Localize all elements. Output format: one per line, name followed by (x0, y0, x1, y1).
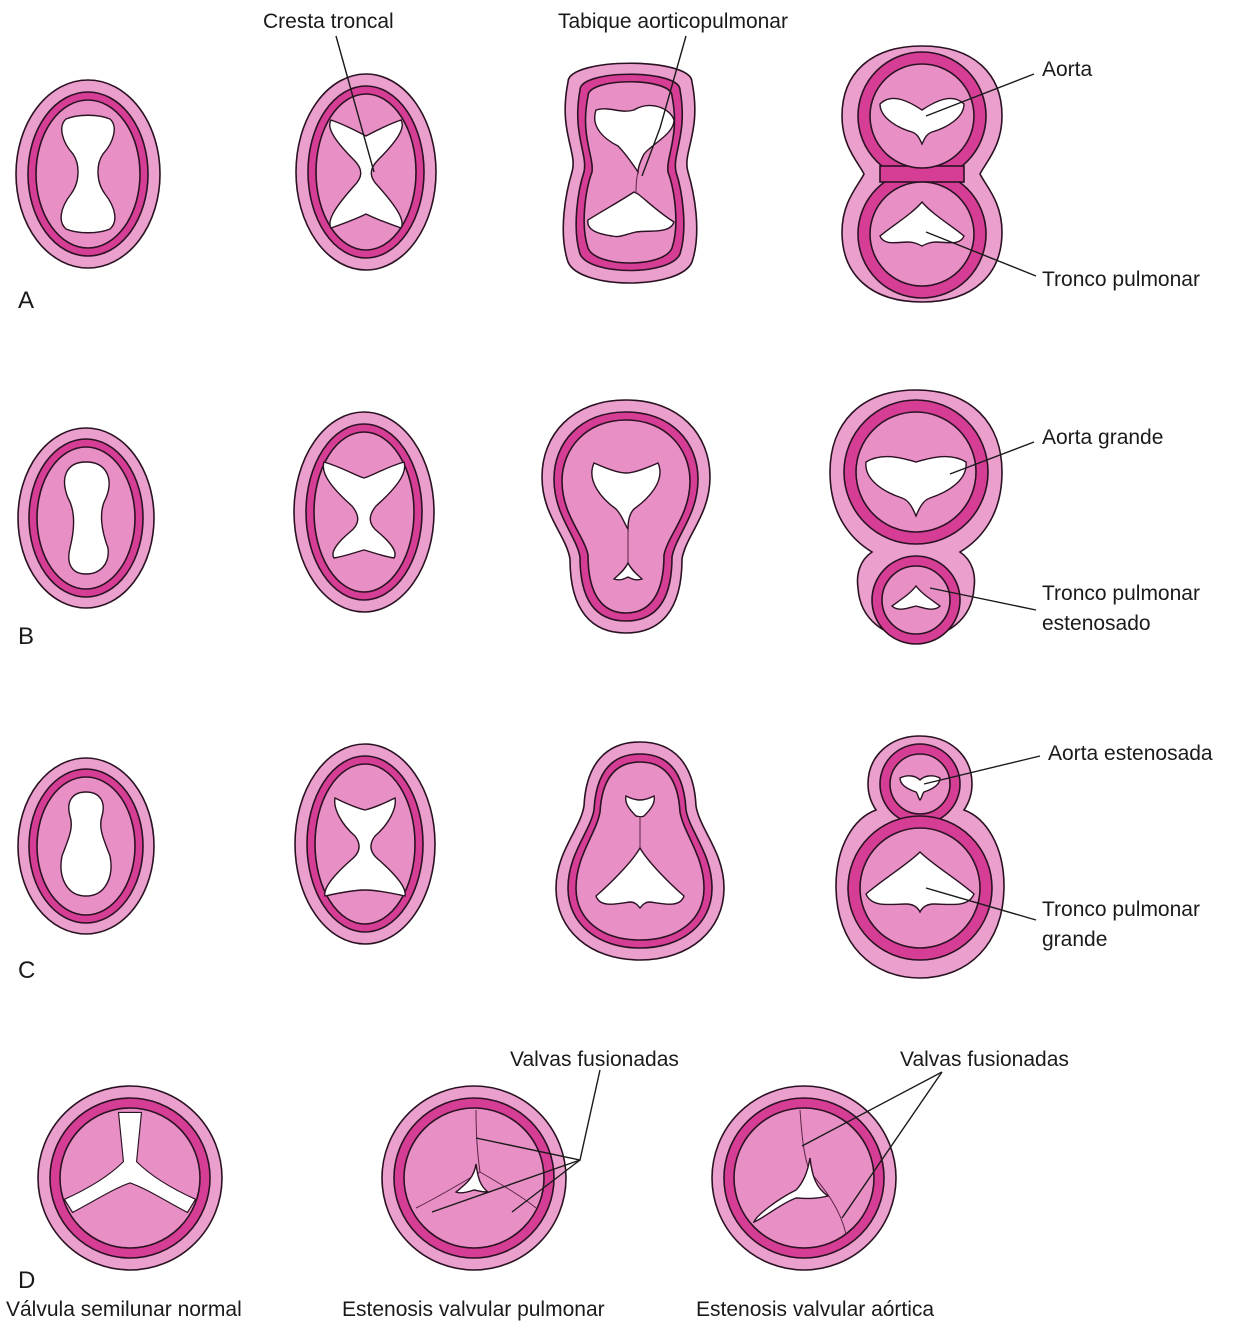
label-tronco-estenosado-2: estenosado (1042, 612, 1151, 635)
valve-normal (38, 1086, 222, 1270)
label-tronco-grande-2: grande (1042, 928, 1107, 951)
truncus-c3 (556, 742, 724, 960)
panel-letter-d: D (18, 1267, 35, 1294)
label-valvas-fusionadas-1: Valvas fusionadas (510, 1048, 679, 1071)
truncus-c4 (836, 736, 1004, 978)
truncus-b2 (294, 412, 434, 612)
label-tabique: Tabique aorticopulmonar (558, 10, 788, 33)
panel-letter-a: A (18, 287, 34, 314)
label-tronco-pulmonar: Tronco pulmonar (1042, 268, 1200, 291)
panel-letter-b: B (18, 623, 34, 650)
truncus-b4 (830, 390, 1002, 644)
truncus-a2 (296, 74, 436, 270)
label-tronco-grande-1: Tronco pulmonar (1042, 898, 1200, 921)
row-c (18, 736, 1004, 978)
valve-aortic-stenosis (712, 1086, 896, 1270)
label-aorta-estenosada: Aorta estenosada (1048, 742, 1213, 765)
label-aorta-grande: Aorta grande (1042, 426, 1163, 449)
label-tronco-estenosado-1: Tronco pulmonar (1042, 582, 1200, 605)
truncus-a4 (842, 46, 1002, 302)
row-a (16, 46, 1002, 302)
truncus-b3 (542, 400, 710, 633)
valve-captions: Válvula semilunar normal Estenosis valvu… (6, 1298, 934, 1321)
valve-pulmonary-stenosis (382, 1086, 566, 1270)
truncus-a1 (16, 80, 160, 268)
label-cresta-troncal: Cresta troncal (263, 10, 394, 33)
row-b (18, 390, 1002, 644)
label-aorta: Aorta (1042, 58, 1093, 81)
truncus-c2 (295, 744, 435, 944)
caption-pulmonar: Estenosis valvular pulmonar (342, 1298, 605, 1321)
truncus-a3 (563, 63, 696, 283)
truncus-c1 (18, 758, 154, 934)
truncus-b1 (18, 428, 154, 608)
panel-letter-c: C (18, 957, 35, 984)
row-d (38, 1086, 896, 1270)
caption-normal: Válvula semilunar normal (6, 1298, 242, 1321)
label-valvas-fusionadas-2: Valvas fusionadas (900, 1048, 1069, 1071)
caption-aortica: Estenosis valvular aórtica (696, 1298, 934, 1321)
